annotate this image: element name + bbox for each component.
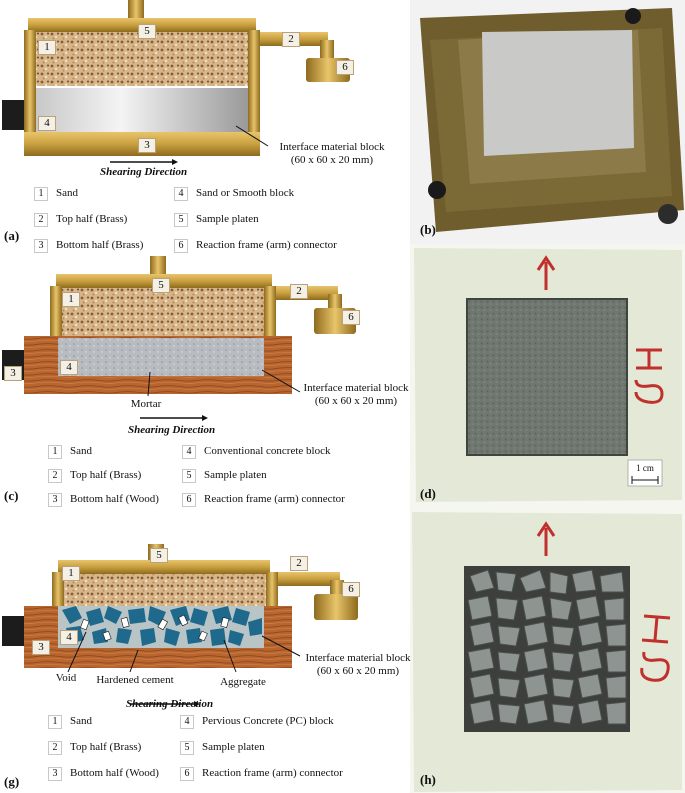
part-5-marker: 5: [152, 278, 170, 293]
part-5-marker: 5: [150, 548, 168, 563]
part-2-marker: 2: [290, 284, 308, 299]
legend-num: 3: [48, 493, 62, 507]
cement-label: Hardened cement: [96, 674, 174, 686]
legend-text: Pervious Concrete (PC) block: [202, 715, 334, 727]
part-5-marker: 5: [138, 24, 156, 39]
scale-bar-label: 1 cm: [636, 463, 654, 473]
part-4-marker: 4: [60, 630, 78, 645]
legend-num: 1: [48, 715, 62, 729]
void-label: Void: [55, 672, 77, 684]
legend-num: 1: [48, 445, 62, 459]
interface-label-a: Interface material block: [279, 141, 385, 153]
legend-num: 5: [180, 741, 194, 755]
panel-label-g: (g): [4, 774, 20, 789]
aggregate-label: Aggregate: [220, 676, 266, 688]
part-4-marker: 4: [38, 116, 56, 131]
panel-label-h: (h): [420, 772, 436, 787]
panel-label-b: (b): [420, 222, 436, 237]
part-2-marker: 2: [282, 32, 300, 47]
part-1-marker: 1: [62, 566, 80, 581]
legend-num: 6: [182, 493, 196, 507]
legend-text: Bottom half (Wood): [70, 767, 159, 779]
legend-text: Top half (Brass): [70, 741, 142, 753]
legend-num: 4: [174, 187, 188, 201]
interface-label-c: Interface material block: [303, 382, 409, 394]
interface-label-g: Interface material block: [305, 652, 411, 664]
legend-text: Reaction frame (arm) connector: [204, 493, 345, 505]
part-3-marker: 3: [32, 640, 50, 655]
shear-direction-a: Shearing Direction: [100, 166, 188, 178]
legend-num: 3: [34, 239, 48, 253]
part-1-marker: 1: [38, 40, 56, 55]
legend-text: Sand: [70, 445, 92, 457]
legend-text: Top half (Brass): [56, 213, 128, 225]
part-4-marker: 4: [60, 360, 78, 375]
legend-text: Reaction frame (arm) connector: [202, 767, 343, 779]
mortar-label: Mortar: [130, 398, 162, 410]
legend-num: 5: [182, 469, 196, 483]
interface-dims-a: (60 x 60 x 20 mm): [290, 154, 374, 166]
part-3-marker: 3: [4, 366, 22, 381]
part-6-marker: 6: [342, 310, 360, 325]
legend-num: 1: [34, 187, 48, 201]
legend-text: Sand: [56, 187, 78, 199]
legend-num: 3: [48, 767, 62, 781]
legend-text: Sand: [70, 715, 92, 727]
legend-text: Sample platen: [196, 213, 259, 225]
legend-num: 6: [180, 767, 194, 781]
legend-text: Bottom half (Brass): [56, 239, 144, 251]
photo-h: [410, 506, 685, 793]
legend-text: Reaction frame (arm) connector: [196, 239, 337, 251]
part-1-marker: 1: [62, 292, 80, 307]
legend-text: Sand or Smooth block: [196, 187, 295, 199]
legend-text: Conventional concrete block: [204, 445, 331, 457]
legend-text: Sample platen: [202, 741, 265, 753]
panel-label-a: (a): [4, 228, 20, 243]
shear-direction-c: Shearing Direction: [128, 424, 216, 436]
part-2-marker: 2: [290, 556, 308, 571]
legend-text: Bottom half (Wood): [70, 493, 159, 505]
legend-num: 6: [174, 239, 188, 253]
interface-dims-c: (60 x 60 x 20 mm): [314, 395, 398, 407]
shear-direction-g: Shearing Direction: [126, 698, 214, 710]
legend-num: 2: [48, 469, 62, 483]
legend-num: 4: [180, 715, 194, 729]
part-3-marker: 3: [138, 138, 156, 153]
legend-num: 5: [174, 213, 188, 227]
legend-num: 2: [48, 741, 62, 755]
panel-label-c: (c): [4, 488, 19, 503]
legend-text: Top half (Brass): [70, 469, 142, 481]
photo-d: [410, 244, 685, 506]
part-6-marker: 6: [342, 582, 360, 597]
legend-text: Sample platen: [204, 469, 267, 481]
legend-num: 4: [182, 445, 196, 459]
interface-dims-g: (60 x 60 x 20 mm): [316, 665, 400, 677]
legend-num: 2: [34, 213, 48, 227]
photo-b: [410, 0, 685, 244]
part-6-marker: 6: [336, 60, 354, 75]
panel-label-d: (d): [420, 486, 436, 501]
